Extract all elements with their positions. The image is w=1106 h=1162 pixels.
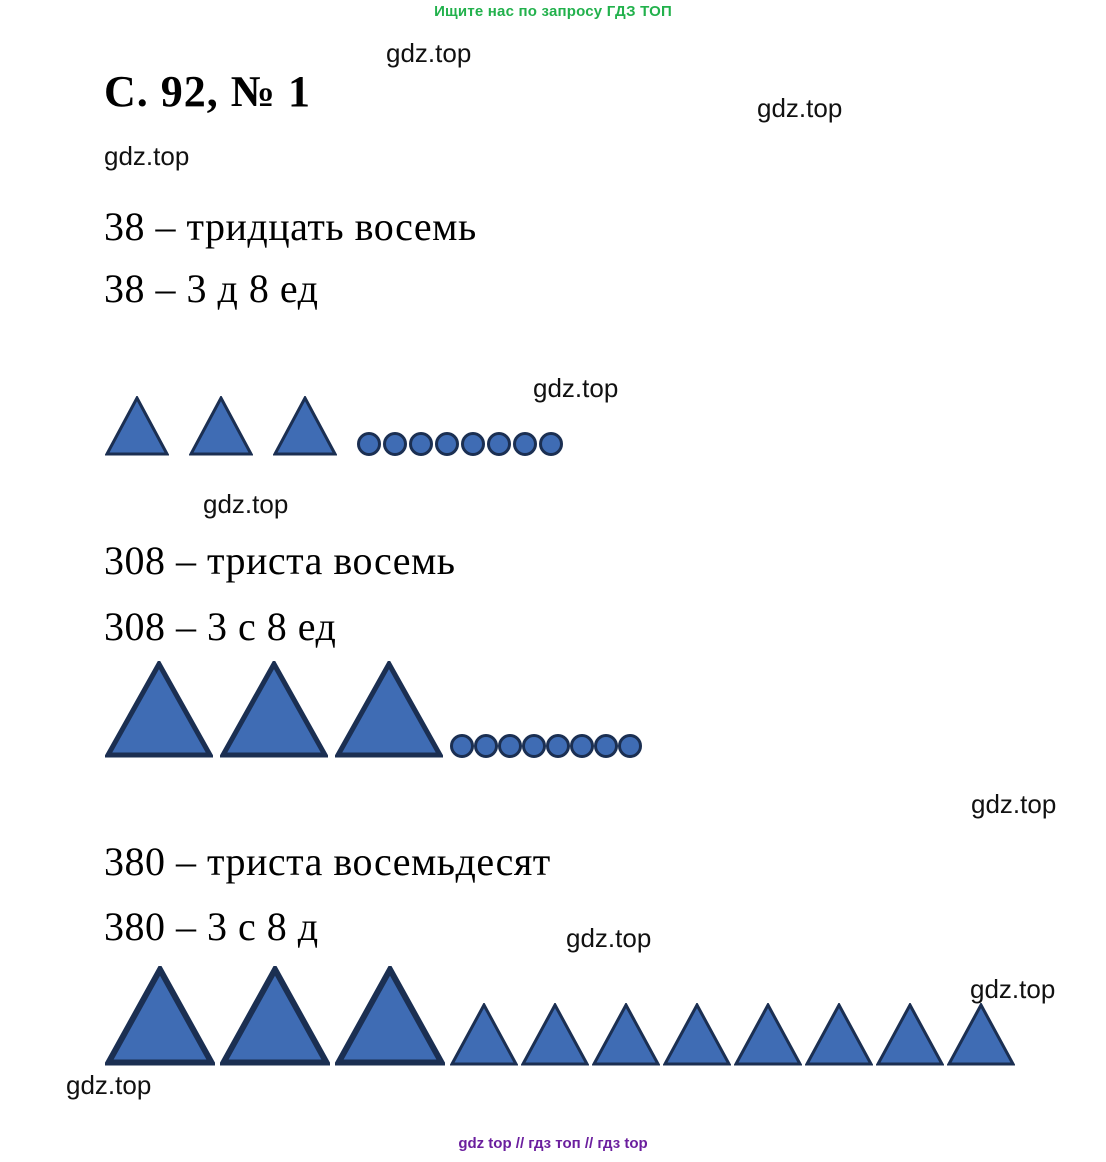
circle-icon-units <box>539 432 563 456</box>
circle-icon-units <box>618 734 642 758</box>
watermark-text: gdz.top <box>104 141 190 171</box>
circle-icon-units <box>409 432 433 456</box>
triangle-icon-tens <box>189 396 253 456</box>
triangle-icon-hundreds <box>335 966 445 1066</box>
circle-icon-units <box>594 734 618 758</box>
triangle-icon-tens <box>947 1003 1015 1066</box>
circle-icon-units <box>357 432 381 456</box>
watermark-text: gdz.top <box>533 373 619 403</box>
shape-row-group-38 <box>105 394 565 456</box>
circle-icon-units <box>383 432 407 456</box>
watermark-text: gdz.top <box>971 789 1057 819</box>
triangle-icon-hundreds <box>220 966 330 1066</box>
shape-row-group-308 <box>105 660 642 758</box>
circle-icon-units <box>435 432 459 456</box>
triangle-icon-tens <box>105 396 169 456</box>
watermark-text: gdz.top <box>203 489 289 519</box>
triangle-icon-tens <box>663 1003 731 1066</box>
number-decomposition-line: 38 – 3 д 8 ед <box>104 266 319 311</box>
triangle-icon-hundreds <box>335 661 443 758</box>
watermark-text: gdz.top <box>386 38 472 68</box>
circle-icon-units <box>474 734 498 758</box>
circle-icon-units <box>487 432 511 456</box>
triangle-icon-tens <box>805 1003 873 1066</box>
circle-icon-units <box>522 734 546 758</box>
shape-row-group-380 <box>105 962 1018 1066</box>
circle-icon-units <box>570 734 594 758</box>
circle-icon-units <box>546 734 570 758</box>
footer-strip: gdz top // гдз топ // гдз top <box>458 1135 648 1152</box>
circle-icon-units <box>461 432 485 456</box>
triangle-icon-tens <box>450 1003 518 1066</box>
circle-icon-units <box>513 432 537 456</box>
circle-icon-units <box>450 734 474 758</box>
watermark-text: gdz.top <box>566 923 652 953</box>
circle-icon-units <box>498 734 522 758</box>
number-word-line: 38 – тридцать восемь <box>104 204 477 249</box>
triangle-icon-tens <box>876 1003 944 1066</box>
triangle-icon-tens <box>273 396 337 456</box>
triangle-icon-tens <box>592 1003 660 1066</box>
page-title: С. 92, № 1 <box>104 67 311 116</box>
triangle-icon-tens <box>734 1003 802 1066</box>
watermark-text: gdz.top <box>970 974 1056 1004</box>
triangle-icon-hundreds <box>105 966 215 1066</box>
triangle-icon-tens <box>521 1003 589 1066</box>
number-decomposition-line: 308 – 3 с 8 ед <box>104 604 337 649</box>
triangle-icon-hundreds <box>105 661 213 758</box>
watermark-text: gdz.top <box>66 1070 152 1100</box>
number-decomposition-line: 380 – 3 с 8 д <box>104 904 319 949</box>
watermark-text: gdz.top <box>757 93 843 123</box>
promo-banner: Ищите нас по запросу ГДЗ ТОП <box>434 3 672 20</box>
number-word-line: 380 – триста восемьдесят <box>104 839 551 884</box>
triangle-icon-hundreds <box>220 661 328 758</box>
number-word-line: 308 – триста восемь <box>104 538 456 583</box>
